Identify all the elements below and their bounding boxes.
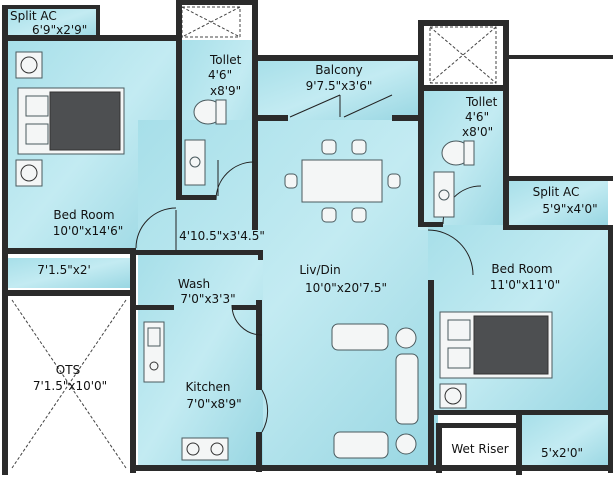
toilet-1-name: Tollet bbox=[209, 53, 242, 67]
bed-1 bbox=[15, 51, 125, 187]
ots-dim: 7'1.5"x10'0" bbox=[33, 379, 107, 393]
split-ac-2-floor bbox=[508, 180, 608, 225]
wet-riser-name: Wet Riser bbox=[451, 442, 508, 456]
kitchen-fixtures bbox=[143, 321, 229, 461]
ledge-dim: 7'1.5"x2' bbox=[37, 263, 91, 277]
floors bbox=[8, 5, 608, 470]
ledge-2-dim: 5'x2'0" bbox=[541, 446, 583, 460]
passage-dim: 4'10.5"x3'4.5" bbox=[179, 229, 265, 243]
split-ac-2-dim: 5'9"x4'0" bbox=[542, 202, 597, 216]
toilet-2-dim2: x8'0" bbox=[462, 125, 493, 139]
balcony-floor bbox=[258, 60, 418, 120]
toilet-2-name: Tollet bbox=[465, 95, 498, 109]
toilet-2-fixtures bbox=[433, 140, 475, 218]
ledge-2-floor bbox=[522, 415, 608, 470]
toilet-2-dim1: 4'6" bbox=[465, 110, 489, 124]
bedroom-2-dim: 11'0"x11'0" bbox=[490, 278, 561, 292]
nightstand-2 bbox=[15, 159, 43, 187]
ots-name: OTS bbox=[56, 363, 80, 377]
split-ac-1-name: Split AC bbox=[10, 9, 57, 23]
toilet-1-fixtures bbox=[184, 99, 227, 186]
living-sofas bbox=[331, 323, 419, 459]
wash-name: Wash bbox=[178, 277, 210, 291]
wash-dim: 7'0"x3'3" bbox=[180, 292, 235, 306]
bedroom-1-dim: 10'0"x14'6" bbox=[53, 224, 124, 238]
bed-2 bbox=[439, 311, 553, 409]
wet-riser-box bbox=[442, 428, 512, 468]
room-labels: Split AC 6'9"x2'9" Tollet 4'6" x8'9" Bal… bbox=[10, 9, 598, 460]
liv-din-name: Liv/Din bbox=[299, 263, 340, 277]
toilet-1-dim2: x8'9" bbox=[210, 84, 241, 98]
dining-table bbox=[284, 139, 401, 223]
toilet-1-dim1: 4'6" bbox=[208, 68, 232, 82]
split-ac-1-dim: 6'9"x2'9" bbox=[32, 23, 87, 37]
balcony-name: Balcony bbox=[315, 63, 363, 77]
split-ac-2-name: Split AC bbox=[533, 185, 580, 199]
balcony-dim: 9'7.5"x3'6" bbox=[306, 79, 373, 93]
bedroom-2-name: Bed Room bbox=[491, 262, 552, 276]
ledge-floor bbox=[8, 258, 133, 288]
liv-din-dim: 10'0"x20'7.5" bbox=[305, 281, 387, 295]
kitchen-dim: 7'0"x8'9" bbox=[186, 397, 241, 411]
kitchen-name: Kitchen bbox=[185, 380, 230, 394]
bedroom-1-name: Bed Room bbox=[53, 208, 114, 222]
split-ac-1-floor bbox=[8, 8, 98, 40]
nightstand-1 bbox=[15, 51, 43, 79]
